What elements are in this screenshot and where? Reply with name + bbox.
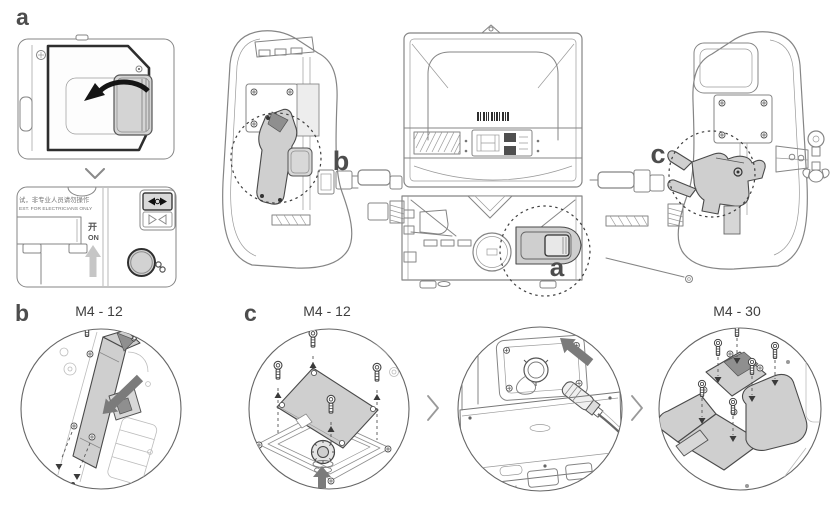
switch-panel-figure: 试，非专业人员请勿操作 EST. FOR ELECTRICIANS ONLY 开…: [16, 186, 177, 288]
cable: [597, 413, 622, 459]
install-arrow-icon: [102, 374, 144, 414]
step-c-label: c: [244, 300, 257, 326]
cover-plate: [276, 367, 379, 449]
access-panel-part: [515, 226, 582, 265]
plug-connector: [561, 381, 604, 418]
step-final-screw-spec: M4 - 30: [713, 303, 761, 319]
right-hose-assembly: [589, 169, 684, 227]
callout-circle-b: [230, 112, 322, 204]
link-icon: [155, 261, 166, 273]
mount-bracket-part: [256, 108, 313, 205]
valve-close-button[interactable]: [142, 211, 173, 228]
latch-part: [667, 150, 766, 235]
valve-open-icon: [148, 197, 167, 206]
center-tank: [403, 24, 583, 188]
round-knob-button[interactable]: [127, 248, 156, 277]
step-b-label: b: [15, 300, 30, 326]
install-arrow-icon: [560, 338, 594, 367]
hitch-arm: [775, 130, 830, 183]
power-on-arrow-icon: [85, 245, 101, 277]
power-label-cn: 开: [88, 222, 97, 232]
callout-a-label: a: [550, 252, 565, 282]
left-pod: [222, 30, 353, 269]
warning-text-en: EST. FOR ELECTRICIANS ONLY: [19, 206, 93, 212]
detail-a-label: a: [16, 4, 29, 30]
latch-assembly: [659, 350, 808, 471]
step-c-screw-spec: M4 - 12: [303, 303, 351, 319]
chevron-right-icon: [631, 395, 643, 421]
access-cover-figure: [17, 34, 175, 160]
right-pod: [605, 31, 808, 283]
installation-steps: [20, 326, 822, 492]
callout-b-label: b: [333, 146, 350, 176]
callout-circle-a: [499, 205, 591, 297]
step-plug-circle: [457, 326, 623, 492]
warning-text-cn: 试，非专业人员请勿操作: [19, 195, 90, 204]
ball-knob: [807, 130, 825, 148]
machine-top-view: b: [222, 24, 830, 297]
left-hose-assembly: [317, 169, 405, 224]
install-arrow-icon: [313, 466, 331, 488]
chevron-down-icon: [85, 168, 105, 179]
center-lower-frame: [401, 195, 583, 289]
vent-grille: [413, 131, 461, 155]
wing-knob: [802, 161, 830, 183]
power-label-en: ON: [88, 233, 99, 242]
valve-close-icon: [148, 214, 167, 225]
cable-gland: [310, 439, 336, 474]
open-cover-arrow-icon: [84, 79, 150, 101]
step-b-screw-spec: M4 - 12: [75, 303, 123, 319]
socket-connector: [516, 357, 549, 395]
chevron-right-icon: [427, 395, 439, 421]
pump-hatch: [472, 232, 512, 272]
callout-circle-c: [668, 130, 756, 218]
valve-rocker-switch[interactable]: [139, 189, 176, 231]
cover-latch: [113, 74, 153, 136]
callout-c-label: c: [650, 139, 665, 169]
barcode-label: [477, 112, 509, 121]
